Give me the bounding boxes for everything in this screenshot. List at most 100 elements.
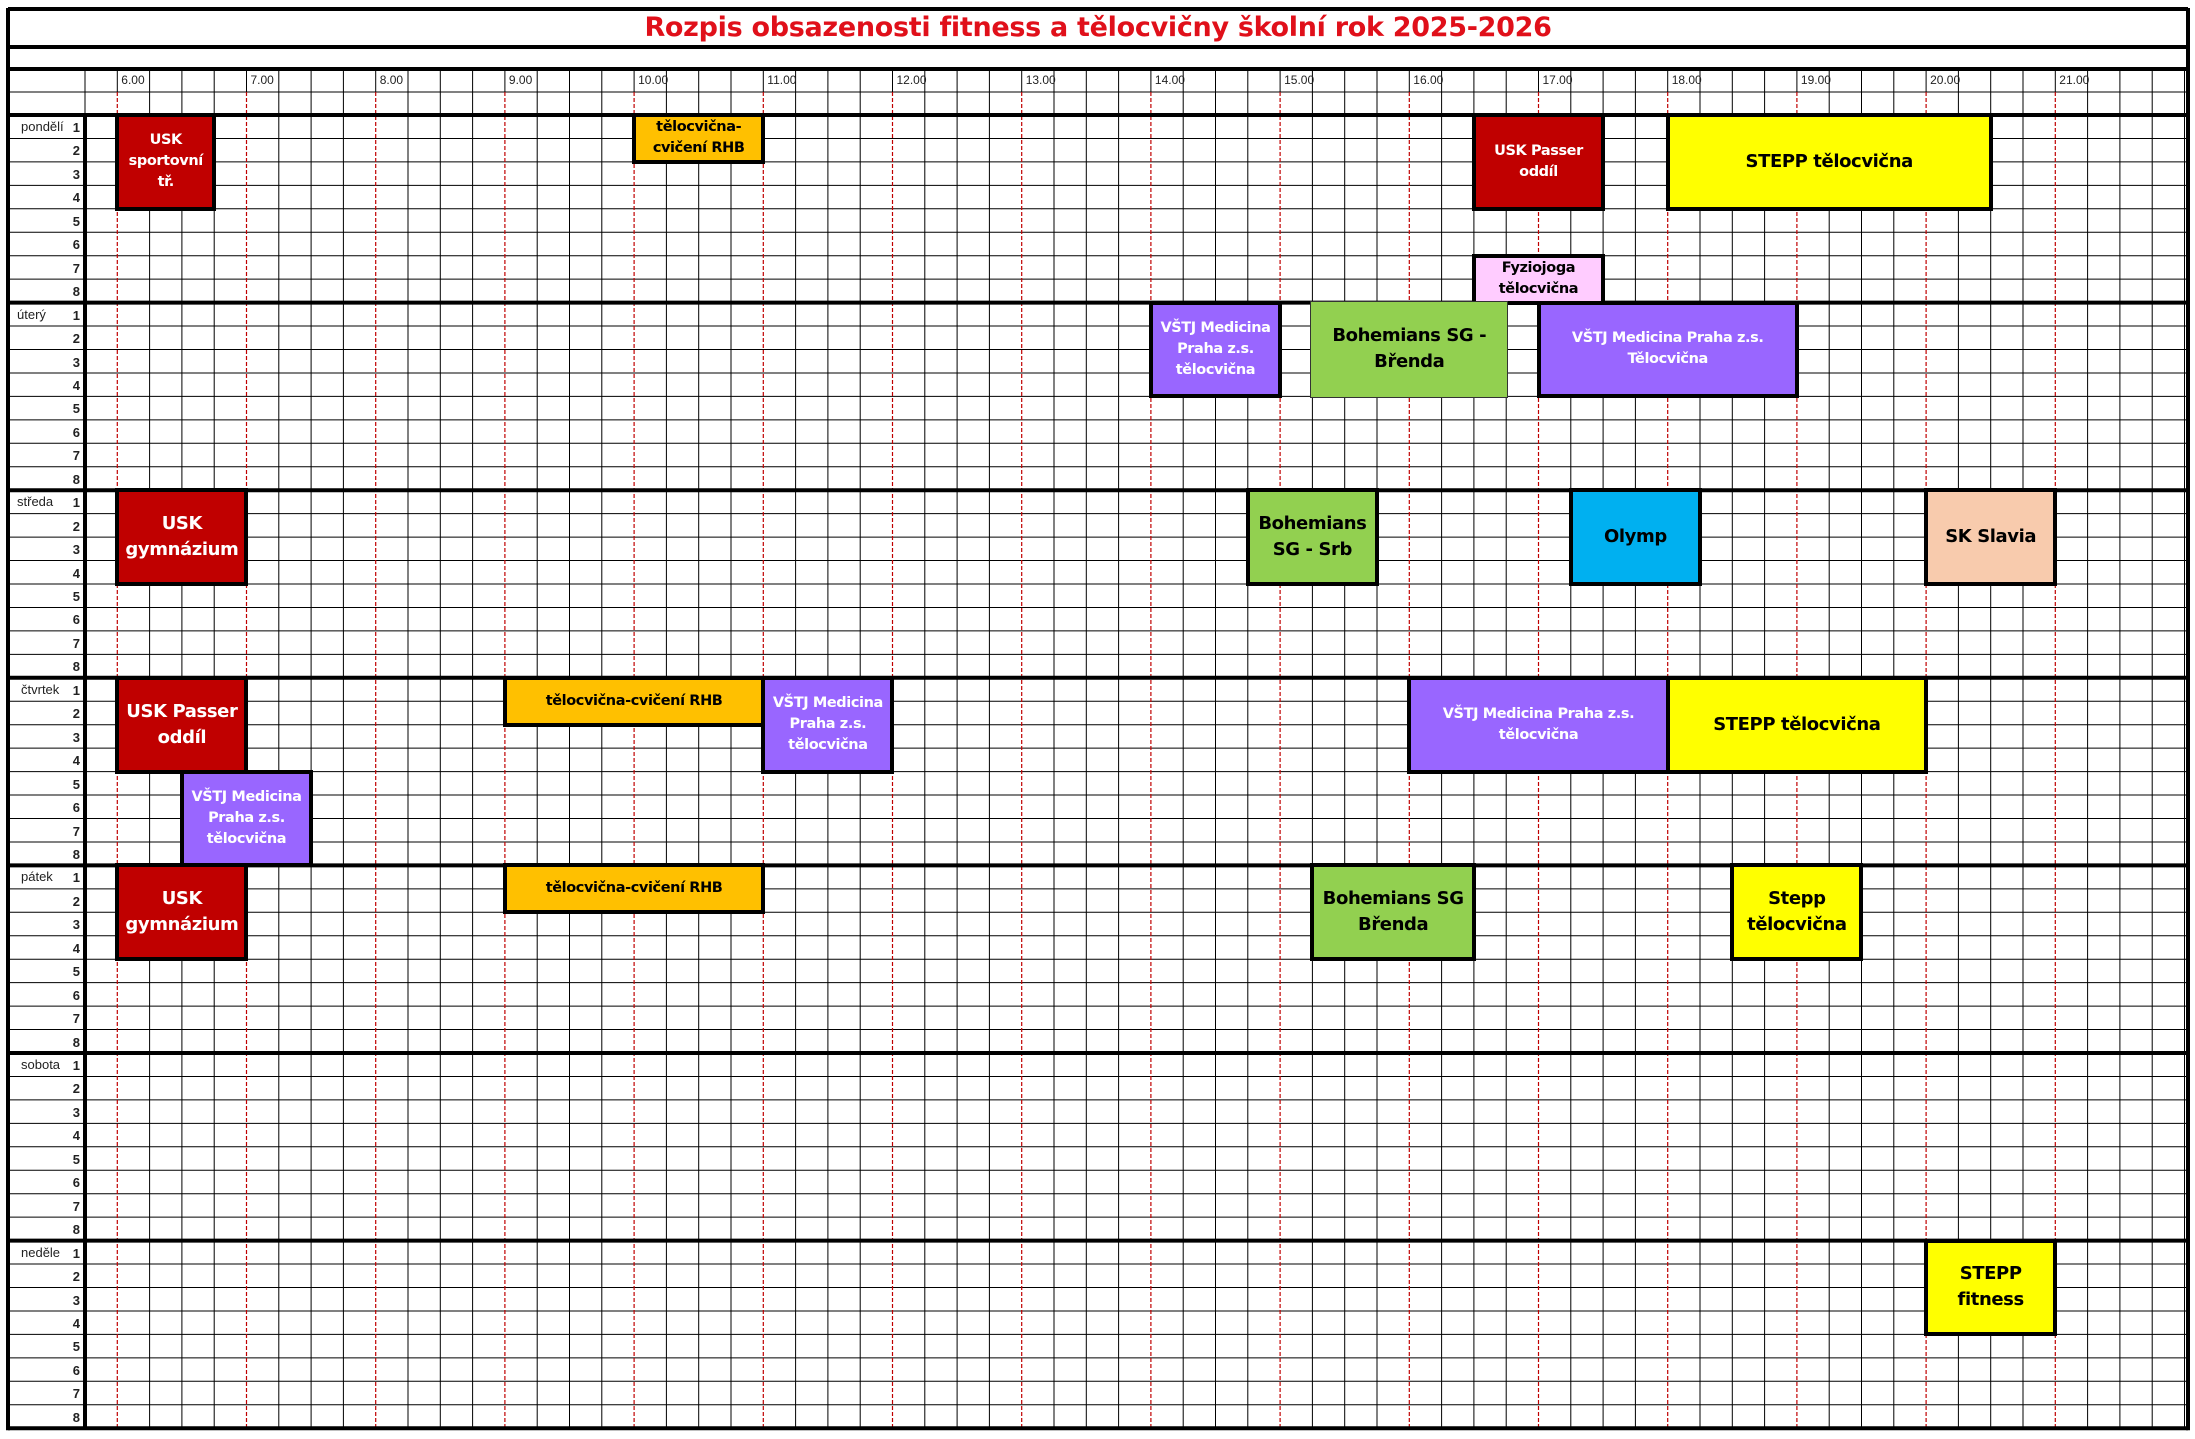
slot-number: 2	[72, 893, 80, 909]
booking-block[interactable]: VŠTJ Medicina Praha z.s. tělocvična	[1148, 300, 1283, 399]
slot-number: 1	[72, 307, 80, 323]
booking-block[interactable]: Fyziojoga tělocvična	[1471, 253, 1606, 305]
slot-number: 8	[72, 846, 80, 862]
booking-block[interactable]: USK Passer oddíl	[1471, 113, 1606, 211]
slot-number: 4	[72, 753, 80, 769]
slot-number: 7	[72, 1386, 80, 1402]
slot-number: 5	[72, 589, 80, 604]
slot-number: 5	[72, 964, 80, 980]
slot-number: 6	[72, 800, 80, 816]
slot-number: 3	[72, 729, 80, 745]
slot-number: 4	[72, 377, 80, 393]
day-label: pátek	[21, 869, 53, 885]
slot-number: 6	[72, 987, 80, 1003]
slot-number: 6	[72, 1362, 80, 1378]
hour-label: 7.00	[250, 73, 274, 87]
booking-block[interactable]: Bohemians SG - Břenda	[1310, 300, 1509, 399]
hour-label: 8.00	[379, 73, 404, 87]
slot-number: 1	[72, 682, 80, 698]
slot-number: 1	[72, 1245, 80, 1261]
slot-number: 8	[72, 1034, 80, 1050]
hour-label: 18.00	[1671, 73, 1702, 87]
hour-label: 13.00	[1025, 73, 1056, 87]
hour-label: 20.00	[1930, 73, 1961, 87]
booking-block[interactable]: Bohemians SG - Srb	[1245, 488, 1379, 586]
booking-block[interactable]: USK gymnázium	[115, 863, 249, 962]
booking-block[interactable]: VŠTJ Medicina Praha z.s. tělocvična	[1407, 675, 1670, 774]
booking-block[interactable]: tělocvična-cvičení RHB	[502, 675, 766, 727]
hour-label: 17.00	[1542, 73, 1573, 87]
slot-number: 5	[72, 401, 80, 417]
slot-number: 8	[72, 659, 80, 675]
booking-block[interactable]: SK Slavia	[1924, 488, 2058, 586]
hour-label: 14.00	[1154, 73, 1185, 87]
slot-number: 7	[72, 1011, 80, 1027]
slot-number: 7	[72, 635, 80, 651]
slot-number: 4	[72, 940, 80, 956]
slot-number: 1	[72, 1058, 80, 1073]
slot-number: 2	[72, 331, 80, 347]
booking-block[interactable]: Olymp	[1568, 488, 1702, 586]
booking-block[interactable]: USK gymnázium	[115, 488, 249, 586]
booking-block[interactable]: USK sportovní tř.	[115, 113, 217, 211]
hour-label: 16.00	[1413, 73, 1444, 87]
slot-number: 7	[72, 260, 80, 276]
slot-number: 8	[72, 471, 80, 487]
page-title: Rozpis obsazenosti fitness a tělocvičny …	[644, 12, 1552, 43]
slot-number: 3	[72, 1292, 80, 1308]
slot-number: 4	[72, 565, 80, 581]
booking-block[interactable]: VŠTJ Medicina Praha z.s. tělocvična	[179, 769, 314, 868]
slot-number: 2	[72, 143, 80, 159]
slot-number: 5	[72, 213, 80, 229]
hour-label: 21.00	[2059, 73, 2090, 87]
day-label: úterý	[17, 306, 46, 322]
slot-number: 5	[72, 1151, 80, 1167]
day-label: sobota	[21, 1057, 61, 1072]
booking-block[interactable]: Bohemians SG Břenda	[1310, 863, 1476, 962]
booking-block[interactable]: STEPP tělocvična	[1665, 675, 1929, 774]
day-label: středa	[17, 494, 54, 510]
slot-number: 3	[72, 542, 80, 558]
hour-label: 15.00	[1284, 73, 1315, 87]
slot-number: 3	[72, 917, 80, 933]
hour-label: 9.00	[508, 73, 533, 87]
slot-number: 6	[72, 612, 80, 628]
booking-block[interactable]: tělocvična-cvičení RHB	[502, 863, 766, 915]
slot-number: 7	[72, 823, 80, 839]
slot-number: 2	[72, 518, 80, 534]
slot-number: 7	[72, 448, 80, 464]
hour-label: 6.00	[121, 73, 145, 87]
slot-number: 3	[72, 354, 80, 370]
day-label: neděle	[21, 1244, 61, 1260]
slot-number: 6	[72, 1175, 80, 1191]
slot-number: 5	[72, 776, 80, 792]
slot-number: 2	[72, 706, 80, 722]
hour-label: 11.00	[767, 73, 797, 87]
day-label: čtvrtek	[21, 681, 60, 697]
slot-number: 3	[72, 166, 80, 182]
booking-block[interactable]: tělocvična- cvičení RHB	[632, 113, 766, 164]
slot-number: 5	[72, 1339, 80, 1355]
slot-number: 4	[72, 1128, 80, 1144]
booking-block[interactable]: STEPP tělocvična	[1665, 113, 1993, 211]
slot-number: 8	[72, 1409, 80, 1425]
slot-number: 6	[72, 237, 80, 253]
slot-number: 4	[72, 190, 80, 206]
slot-number: 4	[72, 1315, 80, 1331]
booking-block[interactable]: VŠTJ Medicina Praha z.s. tělocvična	[761, 675, 895, 774]
slot-number: 6	[72, 424, 80, 440]
hour-label: 12.00	[896, 73, 927, 87]
slot-number: 7	[72, 1198, 80, 1214]
slot-number: 8	[72, 1222, 80, 1238]
hour-label: 10.00	[638, 73, 669, 87]
slot-number: 8	[72, 284, 80, 300]
booking-block[interactable]: STEPP fitness	[1924, 1238, 2058, 1337]
booking-block[interactable]: VŠTJ Medicina Praha z.s. Tělocvična	[1536, 300, 1799, 399]
slot-number: 1	[72, 495, 80, 511]
day-label: pondělí	[21, 119, 64, 134]
slot-number: 2	[72, 1269, 80, 1285]
booking-block[interactable]: USK Passer oddíl	[115, 675, 249, 774]
slot-number: 2	[72, 1081, 80, 1097]
booking-block[interactable]: Stepp tělocvična	[1730, 863, 1864, 962]
